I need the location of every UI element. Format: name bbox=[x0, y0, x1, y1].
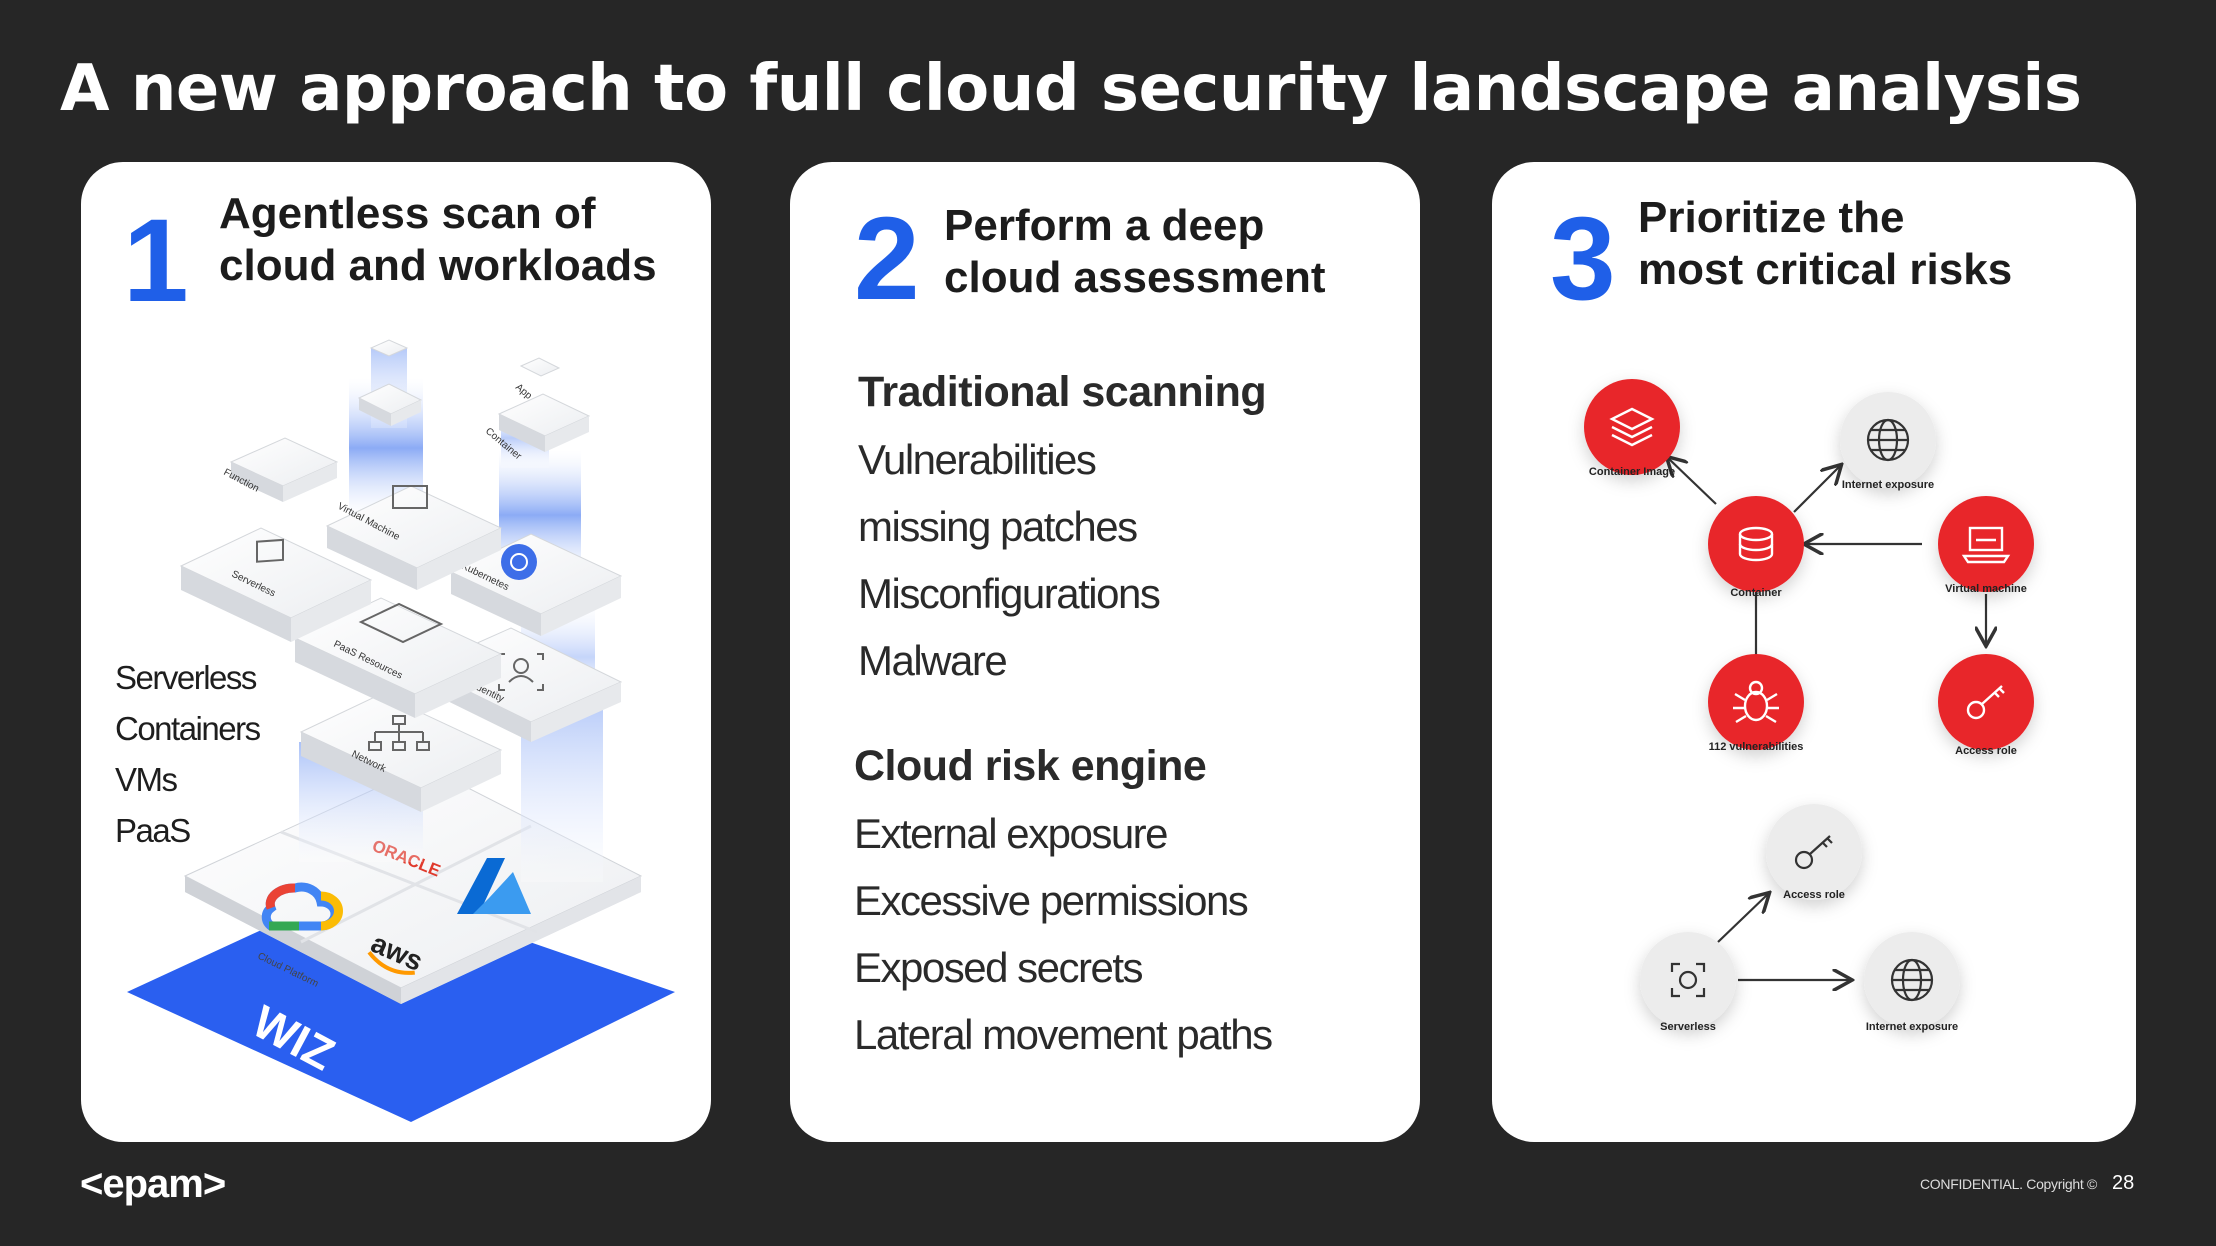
card-deep-assessment: 2 Perform a deep cloud assessment Tradit… bbox=[790, 162, 1420, 1142]
node-access-role-2: Access role bbox=[1766, 804, 1862, 901]
heading-line: cloud and workloads bbox=[219, 241, 657, 290]
card-heading: Perform a deep cloud assessment bbox=[944, 200, 1326, 304]
list-item: Excessive permissions bbox=[854, 877, 1249, 924]
slide-title: A new approach to full cloud security la… bbox=[60, 52, 2082, 126]
node-label: Virtual machine bbox=[1945, 583, 2027, 595]
heading-line: Agentless scan of bbox=[219, 189, 596, 238]
heading-line: most critical risks bbox=[1638, 245, 2013, 294]
confidential-notice: CONFIDENTIAL. Copyright © bbox=[1920, 1176, 2098, 1192]
heading-line: cloud assessment bbox=[944, 253, 1326, 302]
page-number: 28 bbox=[2112, 1172, 2135, 1194]
node-label: Container bbox=[1730, 587, 1782, 599]
azure-icon bbox=[457, 858, 531, 914]
node-access-role: Access role bbox=[1938, 654, 2034, 757]
list-item: missing patches bbox=[858, 503, 1138, 550]
card-agentless-scan: 1 Agentless scan of cloud and workloads … bbox=[81, 162, 711, 1142]
card-prioritize-risks: 3 Prioritize the most critical risks Con… bbox=[1492, 162, 2136, 1142]
list-item: Containers bbox=[115, 710, 261, 747]
scan-target-list: Serverless Containers VMs PaaS bbox=[115, 652, 261, 856]
node-label: Serverless bbox=[1660, 1021, 1716, 1033]
step-number: 2 bbox=[854, 193, 920, 325]
list-item: Exposed secrets bbox=[854, 944, 1144, 991]
list-item: Lateral movement paths bbox=[854, 1011, 1273, 1058]
node-container-image: Container Image bbox=[1584, 379, 1680, 478]
heading-line: Prioritize the bbox=[1638, 193, 1905, 242]
node-label: Access role bbox=[1955, 745, 2017, 757]
node-serverless: Serverless bbox=[1640, 932, 1736, 1033]
list-item: VMs bbox=[115, 761, 178, 798]
gcp-icon bbox=[261, 882, 343, 931]
edge-container-to-internet bbox=[1793, 466, 1840, 513]
node-vulnerabilities: 112 vulnerabilities bbox=[1708, 654, 1804, 753]
list-item: Serverless bbox=[115, 659, 257, 696]
list-item: PaaS bbox=[115, 812, 191, 849]
cloud-layers-illustration: WIZ ORACLE aws Cloud Platform bbox=[127, 339, 675, 1122]
heading-line: Perform a deep bbox=[944, 201, 1265, 250]
card-heading: Prioritize the most critical risks bbox=[1638, 192, 2012, 296]
node-virtual-machine: Virtual machine bbox=[1938, 496, 2034, 595]
node-label: Internet exposure bbox=[1842, 479, 1934, 491]
card-heading: Agentless scan of cloud and workloads bbox=[219, 188, 657, 292]
node-label: Container Image bbox=[1589, 466, 1675, 478]
edge-serverless-to-access-role bbox=[1717, 894, 1768, 943]
node-label: 112 vulnerabilities bbox=[1709, 741, 1804, 753]
node-label: Access role bbox=[1783, 889, 1845, 901]
node-internet-exposure: Internet exposure bbox=[1840, 392, 1936, 491]
step-number: 3 bbox=[1550, 193, 1616, 325]
risk-graph-diagram: Container Image Internet exposure Contai… bbox=[1584, 379, 2034, 1033]
node-container: Container bbox=[1708, 496, 1804, 599]
traditional-scanning-heading: Traditional scanning bbox=[858, 368, 1267, 416]
node-label: Internet exposure bbox=[1866, 1021, 1958, 1033]
cloud-risk-engine-heading: Cloud risk engine bbox=[854, 742, 1207, 790]
step-number: 1 bbox=[123, 195, 189, 327]
list-item: Misconfigurations bbox=[858, 570, 1161, 617]
edge-container-to-image bbox=[1668, 458, 1717, 505]
list-item: External exposure bbox=[854, 810, 1169, 857]
list-item: Vulnerabilities bbox=[858, 436, 1097, 483]
epam-logo: <epam> bbox=[80, 1162, 226, 1206]
list-item: Malware bbox=[858, 637, 1008, 684]
node-internet-exposure-2: Internet exposure bbox=[1864, 932, 1960, 1033]
